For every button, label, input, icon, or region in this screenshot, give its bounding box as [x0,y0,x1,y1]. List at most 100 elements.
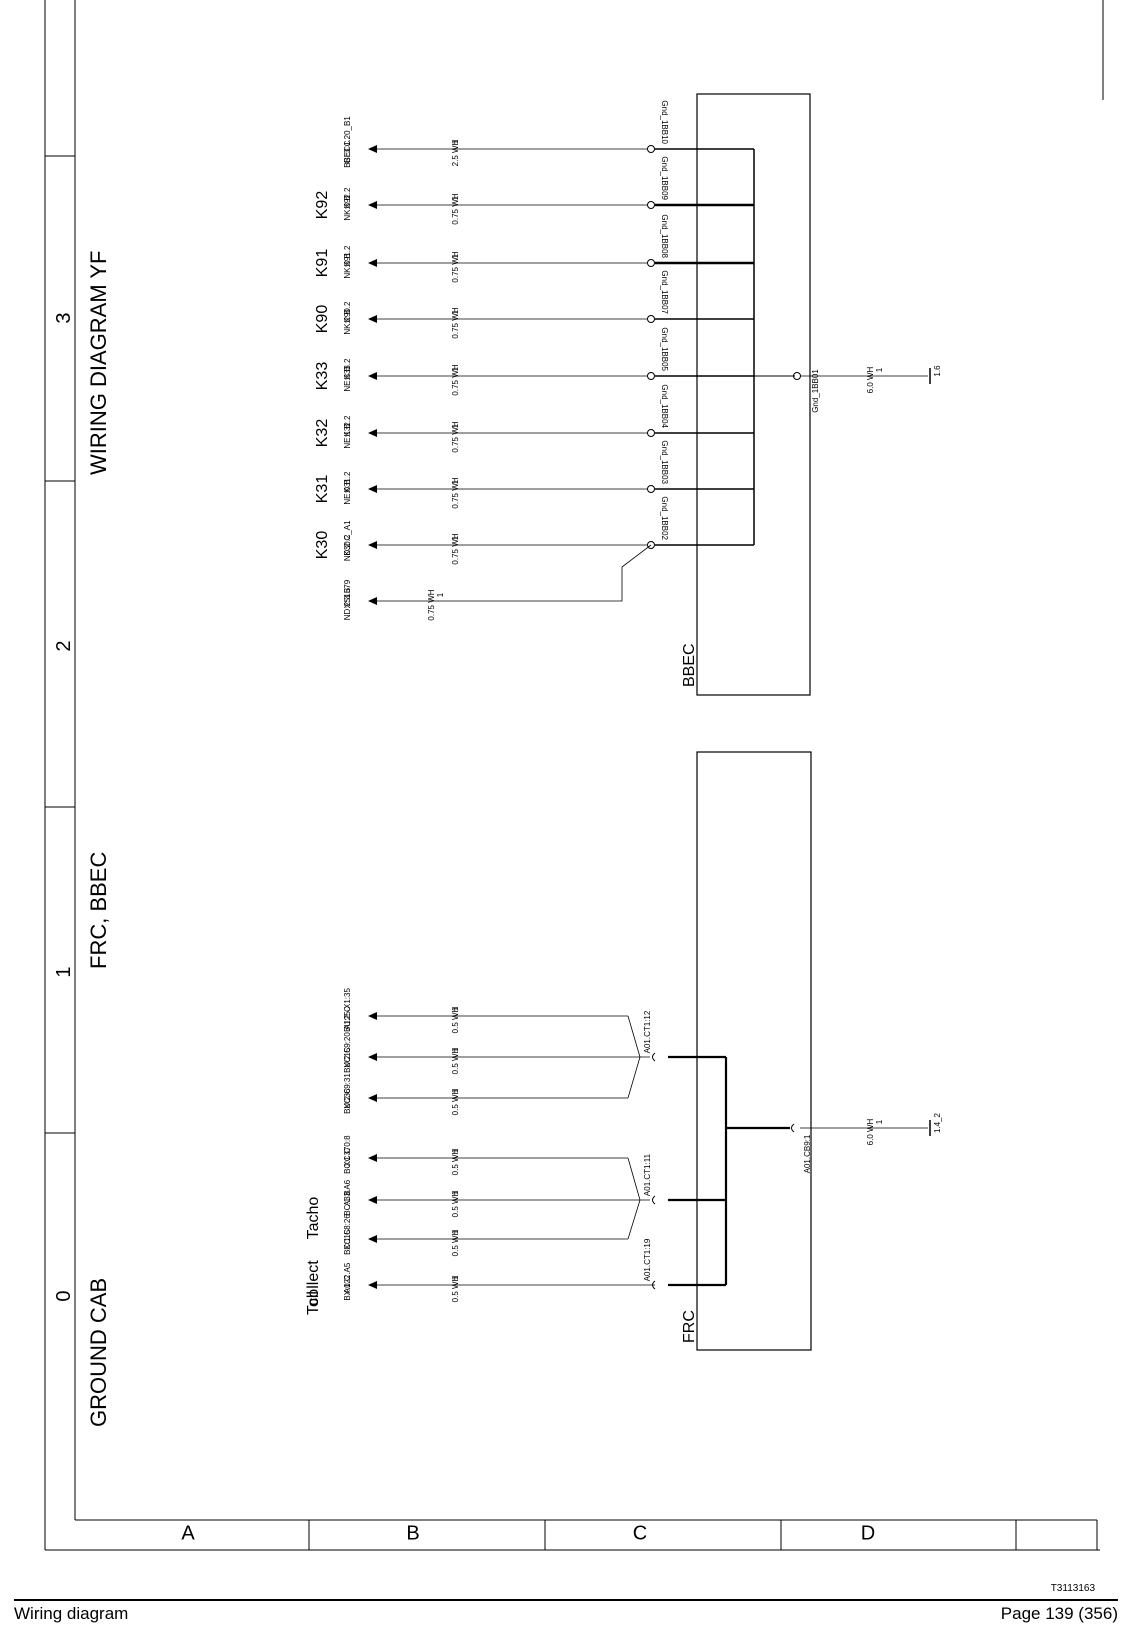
row-label-c: C [633,1522,647,1544]
frc-group-1-wire-1-ref: A33.A6 [343,1179,352,1206]
bbec-pin-3-number: 1 [451,366,460,371]
frc-group-2-pin-label: A01.CT1:12 [643,1010,652,1053]
frc-group-0-wire-0-connector: BX:0 C [343,1275,352,1301]
frc-ground-ref: 1.4_2 [933,1112,942,1133]
frc-group-0-wire-0-number: 1 [451,1275,460,1280]
column-label-1: 1 [53,966,75,977]
frc-group-0-wire-0-gauge: 0.5 WH [451,1275,460,1302]
title-wiring-diagram: WIRING DIAGRAM YF [86,251,111,476]
bbec-pin-4-number: 1 [451,309,460,314]
row-label-a: A [181,1522,195,1544]
frc-group-2-wire-1-connector: BU:2 C [343,1047,352,1073]
frc-group-2-wire-0-ref: XC369:31 [343,1073,352,1109]
frc-group-2-wire-2-ref: A125.X1:35 [343,988,352,1030]
bbec-ground-contact [793,372,801,380]
bbec-pin-2-gauge: 0.75 WH [451,421,460,452]
frc-group-1-wire-1-connector: BC:1 B [343,1190,352,1215]
frc-group-1-wire-0-connector: BC:1 C [343,1229,352,1255]
bbec-pin-3-connector: NE:3 B [343,366,352,391]
bbec-pin-1-ref: K31.2 [343,471,352,492]
bbec-ground-gauge: 6.0 WH [866,366,875,393]
frc-group-1-wire-2-ref: XC370:8 [343,1135,352,1167]
bbec-pin-0-connector: ND:2 C [343,535,352,561]
frc-group-1-wire-1-arrow [368,1196,377,1204]
column-label-2: 2 [53,640,75,651]
frc-group-2-wire-2-number: 1 [451,1006,460,1011]
frc-group-1-wire-1-number: 1 [451,1190,460,1195]
sheet-frame [44,0,1104,1551]
frc-group-2-wire-2-connector: BU:2 C [343,1006,352,1032]
bbec-pin-6-gauge: 0.75 WH [451,193,460,224]
frc-group-2-wire-1-number: 1 [451,1047,460,1052]
bbec-ground-number: 1 [875,367,884,372]
frc-group-1-wire-2-number: 1 [451,1148,460,1153]
bbec-pin-4-pin-label: Gnd_1BB07 [660,270,669,314]
bbec-pin-2-ref: K32.2 [343,415,352,436]
frc-group-1-wire-1-gauge: 0.5 WH [451,1190,460,1217]
frc-group-1-wire-2-connector: BC:1 C [343,1148,352,1174]
bbec-module-box [696,93,811,696]
frc-group-1-wire-1-function-label-0: Tacho [305,1197,322,1240]
frc-group-0-pin-label: A01.CT1:19 [643,1238,652,1281]
bbec-pin-2-number: 1 [451,423,460,428]
bbec-branch-ref: XS1579 [343,579,352,608]
bbec-pin-5-number: 1 [451,253,460,258]
frc-group-1-wire-2-gauge: 0.5 WH [451,1148,460,1175]
bbec-pin-4-contact [647,315,655,323]
bbec-pin-3-gauge: 0.75 WH [451,364,460,395]
title-frc-bbec: FRC, BBEC [86,852,111,969]
frc-group-2-pin-contact [652,1052,656,1062]
frc-group-1-pin-contact [652,1195,656,1205]
bbec-pin-0-number: 1 [451,535,460,540]
bbec-pin-6-function-label: K92 [314,191,331,220]
frc-group-2-wire-1-arrow [368,1053,377,1061]
bbec-pin-2-contact [647,429,655,437]
bbec-pin-7-gauge: 2.5 WH [451,139,460,166]
bbec-pin-4-gauge: 0.75 WH [451,307,460,338]
bbec-pin-4-connector: NK:2 B [343,309,352,334]
bbec-pin-5-contact [647,259,655,267]
bbec-pin-2-arrow [368,429,377,437]
frc-ground-number: 1 [875,1119,884,1124]
bbec-pin-5-arrow [368,259,377,267]
frc-group-1-wire-0-ref: XC158:26 [343,1214,352,1250]
bbec-pin-2-connector: NE:1 B [343,423,352,448]
bbec-pin-0-ref: K30.2_A1 [343,520,352,556]
frc-group-0-wire-0-function-label-1: collect [305,1260,322,1306]
column-label-3: 3 [53,312,75,323]
bbec-pin-6-contact [647,201,655,209]
column-label-0: 0 [53,1290,75,1301]
bbec-pin-5-gauge: 0.75 WH [451,251,460,282]
bbec-pin-6-ref: K92.2 [343,187,352,208]
bbec-pin-2-function-label: K32 [314,419,331,448]
bbec-pin-1-function-label: K31 [314,475,331,504]
bbec-pin-3-contact [647,372,655,380]
bbec-pin-7-connector: GI:3 C [343,140,352,163]
frc-ground-pin-label: A01.CB9:1 [803,1134,812,1173]
bbec-branch-arrow [368,597,377,605]
footer-title: Wiring diagram [14,1604,129,1623]
frc-group-2-wire-1-gauge: 0.5 WH [451,1047,460,1074]
bbec-branch-gauge: 0.75 WH [427,589,436,620]
frc-group-2-wire-0-connector: BU:2 C [343,1088,352,1114]
bbec-pin-1-contact [647,485,655,493]
row-label-b: B [406,1522,419,1544]
bbec-module-label: BBEC [681,643,698,687]
bbec-pin-6-connector: NK:3 B [343,195,352,220]
document-code: T3113163 [1050,1583,1095,1594]
bbec-pin-1-arrow [368,485,377,493]
bbec-pin-5-connector: NK:3 B [343,253,352,278]
frc-module-label: FRC [681,1310,698,1343]
frc-group-0-wire-0-arrow [368,1281,377,1289]
frc-group-1-wire-0-arrow [368,1235,377,1243]
bbec-ground-pin-label: Gnd_1BB01 [811,369,820,413]
frc-group-0-wire-0-ref: A122.A5 [343,1262,352,1293]
bbec-pin-5-function-label: K91 [314,249,331,278]
bbec-pin-6-arrow [368,201,377,209]
frc-ground-contact [791,1123,795,1133]
bbec-branch-connector: ND:2:3 B [343,588,352,620]
frc-group-1-wire-0-gauge: 0.5 WH [451,1229,460,1256]
bbec-branch-number: 1 [436,592,445,597]
bbec-pin-6-pin-label: Gnd_1BB09 [660,156,669,200]
